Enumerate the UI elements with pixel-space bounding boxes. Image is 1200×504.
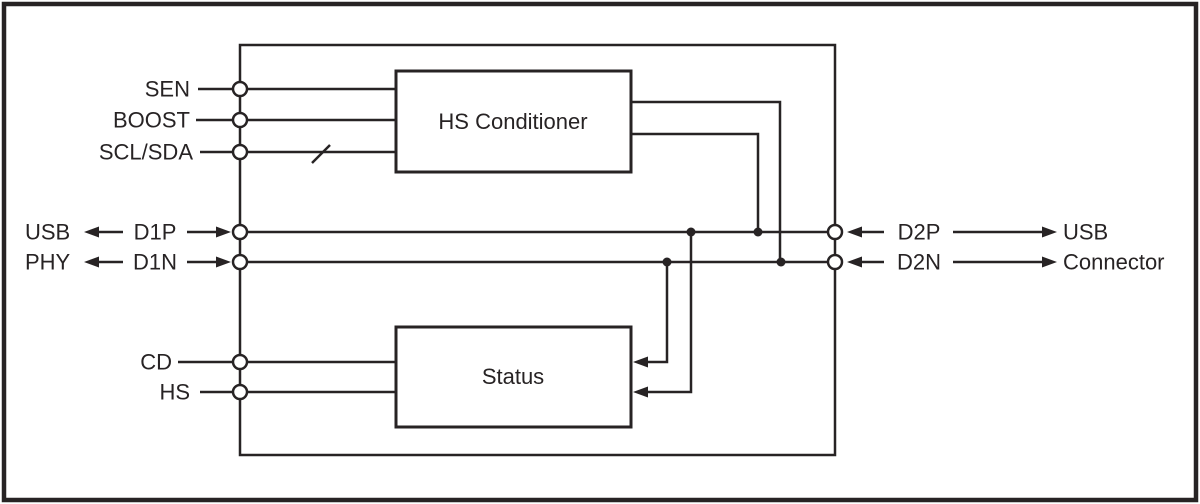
d1p-label: D1P: [134, 220, 177, 245]
d1n-into-chip-arrowhead: [216, 256, 231, 268]
usb-phy-label-line1: USB: [25, 220, 70, 245]
pin-circles: [231, 80, 844, 401]
status-label: Status: [482, 364, 544, 389]
usb-phy-interface: USB PHY D1P D1N: [25, 220, 231, 275]
junction-dot-d1p-status: [686, 227, 696, 237]
d1n-label: D1N: [133, 250, 177, 275]
junction-dot-d1n-status: [662, 257, 672, 267]
d2p-into-chip-arrowhead: [847, 226, 862, 238]
boost-pin-circle: [231, 111, 249, 129]
hs-pin-circle: [231, 383, 249, 401]
scl-sda-label: SCL/SDA: [99, 140, 193, 165]
cd-label: CD: [140, 350, 172, 375]
usb-phy-label-line2: PHY: [25, 250, 71, 275]
left-pin-labels: SEN BOOST SCL/SDA CD HS: [99, 77, 193, 405]
status-box: [394, 325, 633, 429]
junction-dot-d1p-hs: [753, 227, 763, 237]
usb-connector-label-line2: Connector: [1063, 250, 1165, 275]
sen-label: SEN: [145, 77, 190, 102]
boost-label: BOOST: [113, 108, 190, 133]
d2p-pin-circle: [826, 223, 844, 241]
d1p-into-chip-arrowhead: [216, 226, 231, 238]
status-feed-lower: [633, 232, 693, 398]
d1p-pin-circle: [231, 223, 249, 241]
status-feed-upper: [633, 262, 669, 368]
hs-conditioner-tap-lower: [631, 132, 760, 232]
scl-sda-pin-circle: [231, 143, 249, 161]
status-feed-upper-wire: [646, 262, 669, 364]
hs-label: HS: [159, 380, 190, 405]
hs-conditioner-box: [394, 69, 633, 174]
d2n-into-chip-arrowhead: [847, 256, 862, 268]
status-feed-lower-wire: [646, 232, 693, 394]
usb-connector-label-line1: USB: [1063, 220, 1108, 245]
hs-conditioner-label: HS Conditioner: [438, 109, 587, 134]
status-feed-lower-arrowhead: [633, 386, 648, 398]
hs-conditioner-taps: [631, 100, 782, 262]
d1n-to-phy-arrowhead: [84, 256, 99, 268]
status-block: Status: [394, 325, 633, 429]
d2p-to-connector-arrowhead: [1042, 226, 1057, 238]
hs-conditioner-tap-upper: [631, 100, 782, 262]
cd-pin-circle: [231, 353, 249, 371]
junction-dot-d1n-hs: [776, 257, 786, 267]
d2n-pin-circle: [826, 253, 844, 271]
d2n-label: D2N: [897, 250, 941, 275]
hs-conditioner-block: HS Conditioner: [394, 69, 633, 174]
d1p-to-phy-arrowhead: [84, 226, 99, 238]
usb-connector-interface: D2P D2N USB Connector: [847, 220, 1165, 275]
status-feed-upper-arrowhead: [633, 356, 648, 368]
d2n-to-connector-arrowhead: [1042, 256, 1057, 268]
sen-pin-circle: [231, 80, 249, 98]
d2p-label: D2P: [898, 220, 941, 245]
d1n-pin-circle: [231, 253, 249, 271]
data-wires: [240, 230, 835, 264]
bus-slash-icon: [311, 144, 331, 164]
